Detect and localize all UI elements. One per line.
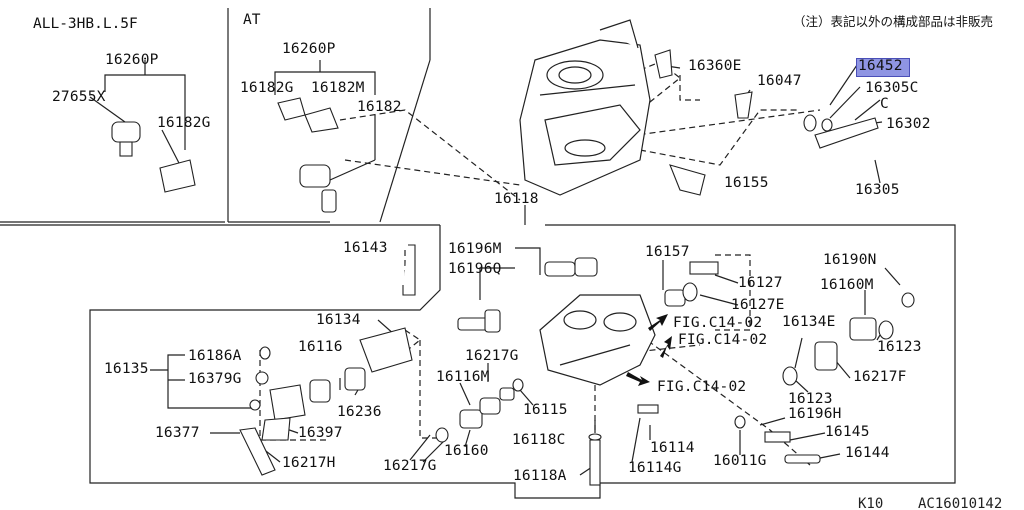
part-label-16135[interactable]: 16135 [104,361,149,377]
part-label-16145[interactable]: 16145 [825,424,870,440]
part-label-16260P[interactable]: 16260P [105,52,159,68]
section-label-middle: AT [243,12,261,28]
part-label-16360E[interactable]: 16360E [688,58,742,74]
part-label-16127E[interactable]: 16127E [731,297,785,313]
part-label-16196M[interactable]: 16196M [448,241,502,257]
part-label-16182G[interactable]: 16182G [240,80,294,96]
supply-note: （注）表記以外の構成部品は非販売 [793,14,994,29]
part-label-16379G[interactable]: 16379G [188,371,242,387]
part-label-16011G[interactable]: 16011G [713,453,767,469]
part-label-16217G[interactable]: 16217G [383,458,437,474]
part-label-16305C[interactable]: 16305C [865,80,919,96]
vacuum-diaphragm-sketch [111,121,141,143]
part-label-16047[interactable]: 16047 [757,73,802,89]
part-label-16114[interactable]: 16114 [650,440,695,456]
part-label-16134E[interactable]: 16134E [782,314,836,330]
part-label-16116M[interactable]: 16116M [436,369,490,385]
part-label-16236[interactable]: 16236 [337,404,382,420]
fig-ref-link[interactable]: FIG.C14-02 [657,379,747,395]
part-label-16160M[interactable]: 16160M [820,277,874,293]
part-label-16134[interactable]: 16134 [316,312,361,328]
part-label-16123[interactable]: 16123 [788,391,833,407]
part-label-16377[interactable]: 16377 [155,425,200,441]
part-label-16123[interactable]: 16123 [877,339,922,355]
part-label-16182G[interactable]: 16182G [157,115,211,131]
selected-part-highlight [856,58,910,77]
part-label-16305[interactable]: 16305 [855,182,900,198]
part-label-16186A[interactable]: 16186A [188,348,242,364]
section-label-left: ALL-3HB.L.5F [33,16,138,32]
part-label-16302[interactable]: 16302 [886,116,931,132]
part-label-16190N[interactable]: 16190N [823,252,877,268]
part-label-16118[interactable]: 16118 [494,191,539,207]
part-label-16116[interactable]: 16116 [298,339,343,355]
carburetor-body-sketch [519,19,651,196]
part-label-16182M[interactable]: 16182M [311,80,365,96]
part-label-16144[interactable]: 16144 [845,445,890,461]
footer-code: AC16010142 [918,496,1003,510]
part-label-16143[interactable]: 16143 [343,240,388,256]
part-label-C[interactable]: C [880,96,889,112]
fig-ref-link[interactable]: FIG.C14-02 [673,315,763,331]
throttle-body-sketch [539,294,656,386]
part-label-27655X[interactable]: 27655X [52,89,106,105]
part-label-16182[interactable]: 16182 [357,99,402,115]
part-label-16118A[interactable]: 16118A [513,468,567,484]
part-label-16217G[interactable]: 16217G [465,348,519,364]
part-label-16114G[interactable]: 16114G [628,460,682,476]
part-label-16115[interactable]: 16115 [523,402,568,418]
part-label-16452-selected[interactable]: 16452 [858,58,903,74]
part-label-16118C[interactable]: 16118C [512,432,566,448]
part-label-16196Q[interactable]: 16196Q [448,261,502,277]
part-label-16196H[interactable]: 16196H [788,406,842,422]
part-label-16260P[interactable]: 16260P [282,41,336,57]
part-label-16397[interactable]: 16397 [298,425,343,441]
fig-ref-arrows [626,314,672,386]
part-label-16155[interactable]: 16155 [724,175,769,191]
part-label-16157[interactable]: 16157 [645,244,690,260]
part-label-16160[interactable]: 16160 [444,443,489,459]
footer-model: K10 [858,496,884,510]
part-label-16127[interactable]: 16127 [738,275,783,291]
part-label-16217H[interactable]: 16217H [282,455,336,471]
part-label-16217F[interactable]: 16217F [853,369,907,385]
fig-ref-link[interactable]: FIG.C14-02 [678,332,768,348]
